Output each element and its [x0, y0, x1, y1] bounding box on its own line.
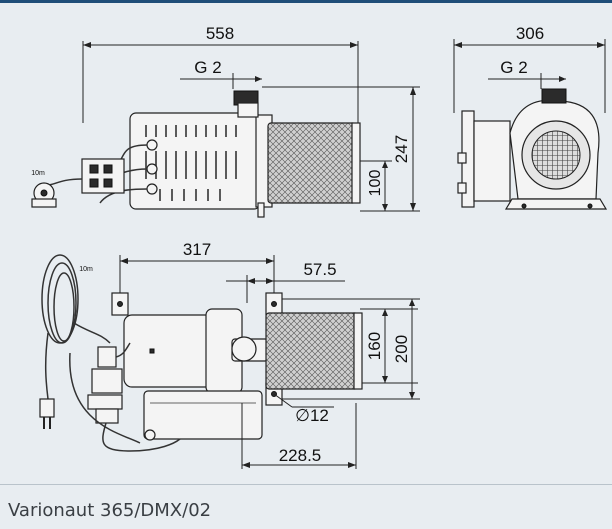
product-caption: Varionaut 365/DMX/02	[8, 500, 212, 521]
top-base-label: 228.5	[279, 446, 322, 465]
top-cable-label: 10m	[79, 266, 93, 273]
side-height-label: 247	[392, 135, 411, 163]
side-width-label: 558	[206, 24, 234, 43]
side-axis-label: 100	[367, 170, 384, 197]
caption-divider	[0, 484, 612, 485]
top-hole-label: ∅12	[295, 406, 329, 425]
side-view: 558 G 2 247 100	[31, 24, 420, 218]
top-inner-height-label: 160	[365, 332, 384, 360]
top-offset-label: 57.5	[303, 260, 336, 279]
front-width-label: 306	[516, 24, 544, 43]
top-outer-height-label: 200	[392, 335, 411, 363]
side-port-label: G 2	[194, 58, 221, 77]
top-length-label: 317	[183, 240, 211, 259]
technical-drawing: 558 G 2 247 100	[31, 24, 608, 469]
header-rule	[0, 0, 612, 3]
side-cable-label: 10m	[31, 170, 45, 177]
front-port-label: G 2	[500, 58, 527, 77]
top-view: 317 57.5 160 200	[39, 240, 420, 469]
front-view: 306 G 2	[453, 24, 608, 210]
